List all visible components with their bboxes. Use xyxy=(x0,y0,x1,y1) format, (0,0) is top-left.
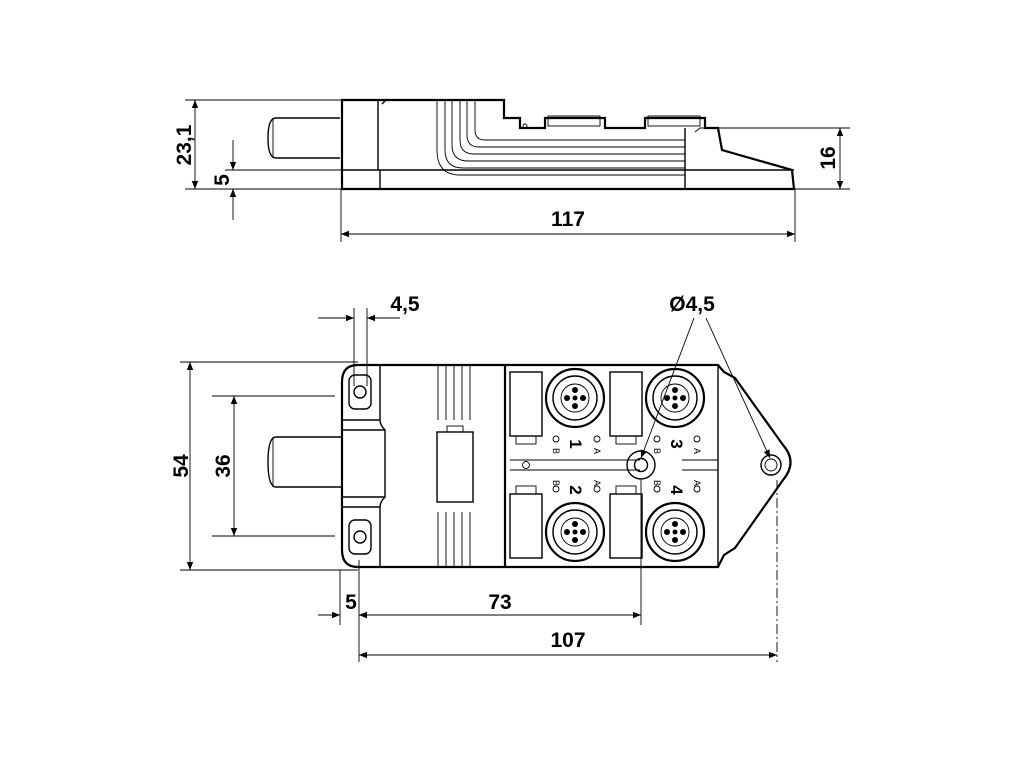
port-number-2: 2 xyxy=(566,485,585,494)
port-number-4: 4 xyxy=(667,485,686,495)
grip-ribs xyxy=(437,365,471,567)
port-1-led-b: B xyxy=(551,448,561,454)
mount-hole-left-top xyxy=(348,374,372,410)
port-3-led-b: B xyxy=(652,448,662,454)
dim-total-length-label: 107 xyxy=(550,629,585,652)
dim-hole-diameter-label: Ø4,5 xyxy=(669,293,715,316)
mount-hole-tab xyxy=(760,454,782,476)
label-field xyxy=(436,431,474,503)
port-2-led-b: B xyxy=(551,480,561,486)
m12-port-4[interactable] xyxy=(644,501,706,563)
mount-hole-left-bottom xyxy=(348,519,372,555)
dim-hole-offset-label: 4,5 xyxy=(390,293,420,316)
dim-hole-diameter: Ø4,5 xyxy=(640,293,771,459)
dim-right-height-label: 16 xyxy=(817,146,840,169)
dim-length-label: 117 xyxy=(551,208,585,231)
dim-mount-distance-label: 73 xyxy=(488,591,511,614)
top-housing xyxy=(340,363,792,569)
dim-total-length: 107 xyxy=(359,629,777,659)
dim-total-height-label: 23,1 xyxy=(173,124,196,165)
mount-hole-center xyxy=(626,450,656,480)
m12-port-2[interactable] xyxy=(544,501,606,563)
dim-width-label: 54 xyxy=(170,454,193,478)
port-number-3: 3 xyxy=(667,439,686,448)
m12-port-3[interactable] xyxy=(644,367,706,429)
dim-width: 54 xyxy=(170,361,358,571)
dim-base-height-label: 5 xyxy=(211,174,234,186)
dim-length: 117 xyxy=(340,189,796,242)
dim-edge-offset: 5 xyxy=(318,591,370,619)
port-2-led-a: A xyxy=(592,480,602,486)
dim-total-height: 23,1 xyxy=(173,99,342,190)
m12-port-1[interactable] xyxy=(544,367,606,429)
dim-mount-distance: 73 xyxy=(359,591,641,619)
side-cable xyxy=(267,117,340,159)
port-4-led-b: B xyxy=(652,480,662,486)
top-cable xyxy=(267,436,342,488)
dim-base-height: 5 xyxy=(211,140,342,220)
dim-right-height: 16 xyxy=(718,127,850,190)
side-view: 23,1 5 16 117 xyxy=(173,98,850,242)
side-housing xyxy=(340,98,796,191)
port-4-led-a: A xyxy=(692,480,702,486)
dim-hole-spacing: 36 xyxy=(212,395,335,537)
dim-hole-offset: 4,5 xyxy=(318,293,420,386)
port-3-led-a: A xyxy=(692,448,702,454)
dim-edge-offset-label: 5 xyxy=(345,591,357,614)
top-view: 1 2 3 4 B A B A B A B A 4,5 Ø4,5 xyxy=(170,293,792,662)
dim-hole-spacing-label: 36 xyxy=(212,454,235,477)
port-1-led-a: A xyxy=(592,448,602,454)
port-number-1: 1 xyxy=(566,439,585,448)
